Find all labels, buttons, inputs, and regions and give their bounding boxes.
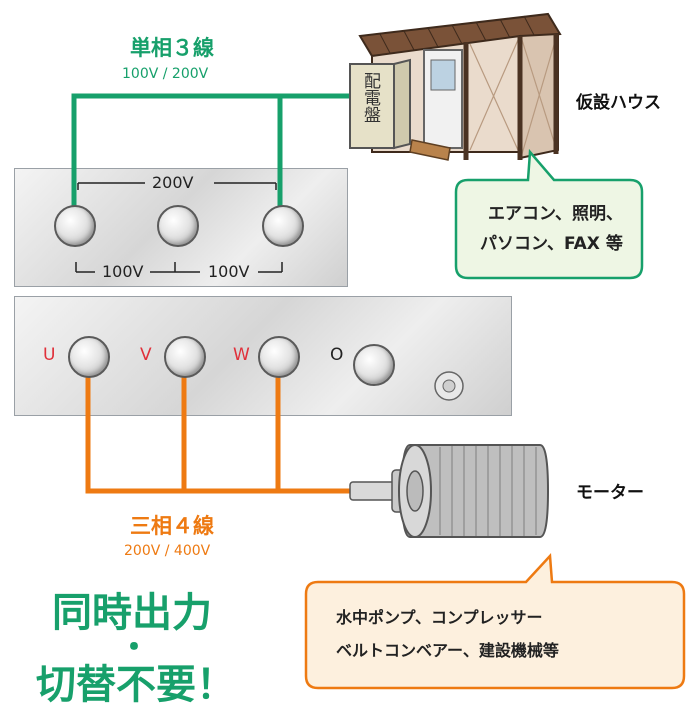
voltage-label-100v-right: 100V: [208, 262, 250, 281]
terminal-single-phase-2: [157, 205, 199, 247]
callout-motor-line1: 水中ポンプ、コンプレッサー: [336, 608, 543, 627]
motor-illustration: [349, 444, 550, 538]
voltage-bracket-200v: [77, 182, 277, 190]
temporary-house-illustration: [349, 12, 562, 161]
single-phase-title: 単相３線: [130, 36, 214, 60]
terminal-label-w: W: [233, 345, 250, 365]
terminal-single-phase-3: [262, 205, 304, 247]
terminal-label-u: U: [43, 345, 56, 365]
callout-house-line1: エアコン、照明、: [488, 204, 623, 224]
three-phase-wires: [85, 369, 355, 494]
slogan-line1: 同時出力: [52, 590, 212, 636]
callout-house-bubble: [454, 148, 644, 280]
terminal-single-phase-1: [54, 205, 96, 247]
house-label: 仮設ハウス: [576, 93, 661, 113]
voltage-label-100v-left: 100V: [102, 262, 144, 281]
single-phase-wires: [71, 93, 383, 213]
callout-motor-bubble: [304, 553, 686, 690]
terminal-w: [258, 336, 300, 378]
three-phase-title: 三相４線: [130, 514, 214, 538]
single-phase-voltage: 100V / 200V: [122, 66, 209, 82]
panel-knob: [434, 371, 464, 401]
distribution-panel-text: 配電盤: [360, 72, 380, 123]
slogan-line2: 切替不要！: [36, 662, 236, 708]
terminal-o: [353, 344, 395, 386]
motor-label: モーター: [576, 483, 644, 503]
terminal-label-v: V: [140, 345, 152, 365]
voltage-bracket-100v: [75, 262, 283, 273]
callout-motor-line2: ベルトコンベアー、建設機械等: [336, 641, 559, 660]
terminal-u: [68, 336, 110, 378]
callout-house-line2: パソコン、FAX 等: [480, 234, 623, 254]
voltage-label-200v: 200V: [152, 173, 194, 192]
slogan-dot: ・: [118, 628, 151, 666]
terminal-label-o: O: [330, 345, 344, 365]
terminal-v: [164, 336, 206, 378]
three-phase-voltage: 200V / 400V: [124, 543, 211, 559]
